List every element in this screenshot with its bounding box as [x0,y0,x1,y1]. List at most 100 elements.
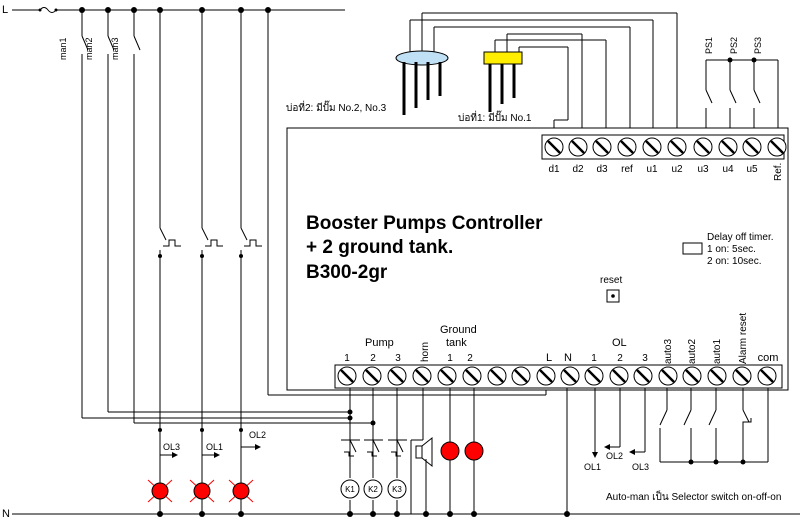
auto2-label: auto2 [687,339,698,364]
level-sensor-tank1 [483,51,523,112]
tank1-label: บ่อที่1: มีปั๊ม No.1 [458,110,532,124]
motor-lamp-3 [228,479,254,503]
timer-title: Delay off timer. [707,232,774,243]
man3-label: man3 [110,37,120,60]
neutral-rail: N [2,508,800,520]
ol2-output-label: OL2 [606,451,623,461]
bottom-terminal-screw-slot-17 [735,369,749,383]
terminal-d1: d1 [548,164,560,175]
controller-title-line3: B300-2gr [306,262,388,283]
bottom-terminal-screw-slot-13 [636,369,650,383]
ground-tank-label-1: Ground [440,324,477,336]
bottom-terminal-screw-slot-4 [415,369,429,383]
ol-group-label: OL [612,337,627,349]
bottom-terminal-screw-slot-18 [760,369,774,383]
k1-label: K1 [345,485,355,494]
top-terminal-screw-slot-7 [696,140,710,154]
bottom-terminal-screw-slot-10 [563,369,577,383]
terminal-u2: u2 [671,164,683,175]
line-label: L [2,4,8,16]
terminal-u4: u4 [722,164,734,175]
bottom-terminal-screw-slot-12 [612,369,626,383]
horn-label: horn [420,342,431,362]
terminal-u3: u3 [697,164,709,175]
auto-man-selector-switches [659,388,769,465]
pump-motor-lamps [147,479,254,503]
terminal-u5: u5 [746,164,758,175]
bottom-terminal-block: Pump 1 2 3 horn Ground tank 1 2 L N OL 1… [334,313,783,389]
ol1-contact-label: OL1 [206,442,223,452]
terminal-u1: u1 [646,164,658,175]
man2-label: man2 [84,37,94,60]
terminal-d2: d2 [572,164,584,175]
top-terminal-screw-slot-3 [595,140,609,154]
pump-num-2: 2 [370,353,376,364]
alarm-reset-label: Alarm reset [738,313,749,364]
tank-lamp-1 [440,441,460,461]
ol-num-2: 2 [617,353,623,364]
ol3-contact-label: OL3 [163,442,180,452]
tank-lamp-2 [464,441,484,461]
controller-title-line2: + 2 ground tank. [306,237,453,258]
controller-title-line1: Booster Pumps Controller [306,213,543,234]
neutral-and-ol-wiring: OL1 OL2 OL3 [566,388,649,514]
ps1-label: PS1 [704,37,714,54]
auto1-label: auto1 [712,339,723,364]
k3-label: K3 [392,485,402,494]
controller-box [286,127,789,391]
tank2-label: บ่อที่2: มีปั๊ม No.2, No.3 [286,100,387,114]
motor-lamp-1 [147,479,173,503]
ps2-label: PS2 [729,37,739,54]
bottom-terminal-screw-slot-1 [340,369,354,383]
pressure-switches: PS1 PS2 PS3 [704,37,779,135]
level-sensor-tank2 [395,50,449,115]
pump-group-label: Pump [365,337,394,349]
pump-coil-wiring [341,388,407,514]
neutral-label: N [2,508,10,520]
coil-k1 [340,479,360,499]
ol2-contact-label: OL2 [249,430,266,440]
contactor-main-contacts [158,10,262,514]
ol1-output-label: OL1 [584,462,601,472]
man1-label: man1 [58,37,68,60]
bottom-terminal-screw-slot-7 [490,369,504,383]
top-terminal-screw-slot-6 [670,140,684,154]
bottom-terminal-screw-slot-6 [465,369,479,383]
top-terminal-screw-slot-8 [721,140,735,154]
pump-num-3: 3 [395,353,401,364]
coil-k2 [363,479,383,499]
motor-lamp-2 [189,479,215,503]
coil-k3 [387,479,407,499]
bottom-terminal-screw-slot-2 [365,369,379,383]
timer-dip-switch[interactable] [682,242,703,255]
timer-option-1: 1 on: 5sec. [707,244,756,255]
line-rail: L [2,4,345,16]
bottom-terminal-screw-slot-5 [440,369,454,383]
overload-contacts: OL3 OL1 OL2 [158,428,266,458]
top-terminal-screw-slot-1 [547,140,561,154]
reset-label: reset [600,275,622,286]
top-terminal-screw-slot-10 [770,140,784,154]
com-label: com [758,352,779,364]
ground-tank-label-2: tank [446,337,467,349]
timer-option-2: 2 on: 10sec. [707,256,761,267]
terminal-ref2: Ref. [773,163,784,181]
k2-label: K2 [368,485,378,494]
terminal-ref: ref [621,164,633,175]
tank-num-1: 1 [447,353,453,364]
bottom-terminal-screw-slot-14 [661,369,675,383]
bottom-terminal-screw-slot-3 [390,369,404,383]
top-terminal-screw-slot-5 [645,140,659,154]
tank-num-2: 2 [467,353,473,364]
top-terminal-screw-slot-4 [620,140,634,154]
ol-num-1: 1 [591,353,597,364]
top-terminal-screw-slot-9 [745,140,759,154]
pump-num-1: 1 [344,353,350,364]
bottom-terminal-screw-slot-8 [514,369,528,383]
terminal-d3: d3 [596,164,608,175]
ground-tank-lamps [440,388,484,514]
terminal-L-label: L [546,352,552,364]
bottom-terminal-screw-slot-15 [685,369,699,383]
manual-switches: man1 man2 man3 [58,10,373,424]
